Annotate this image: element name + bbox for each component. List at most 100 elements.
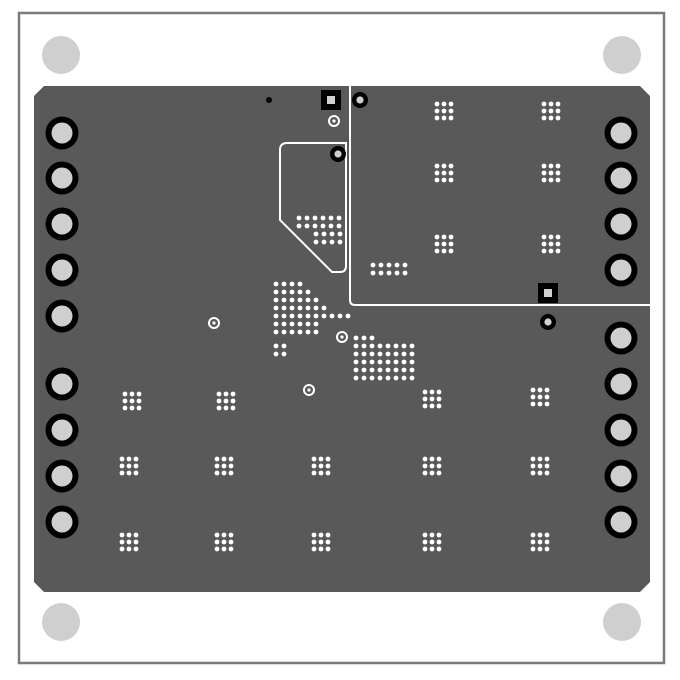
via — [228, 546, 234, 552]
via — [311, 546, 317, 552]
via — [541, 115, 547, 121]
via — [361, 351, 367, 357]
through-hole-pad-center — [51, 305, 73, 327]
via — [422, 463, 428, 469]
via — [401, 343, 407, 349]
via — [441, 163, 447, 169]
mounting-hole — [42, 36, 80, 74]
via — [325, 470, 331, 476]
via — [436, 470, 442, 476]
via — [273, 321, 279, 327]
via — [281, 343, 287, 349]
via — [273, 297, 279, 303]
via — [305, 289, 311, 295]
through-hole-pad-center — [51, 373, 73, 395]
via — [126, 532, 132, 538]
via — [530, 387, 536, 393]
via — [311, 456, 317, 462]
via — [321, 239, 327, 245]
via — [555, 234, 561, 240]
via — [548, 177, 554, 183]
through-hole-pad-center — [51, 511, 73, 533]
via — [325, 463, 331, 469]
via — [369, 375, 375, 381]
via — [273, 329, 279, 335]
via — [223, 405, 229, 411]
via — [544, 401, 550, 407]
through-hole-pad-center — [51, 213, 73, 235]
via — [336, 223, 342, 229]
via — [436, 546, 442, 552]
via — [448, 241, 454, 247]
via — [273, 313, 279, 319]
via — [555, 101, 561, 107]
via — [448, 115, 454, 121]
test-point-via — [208, 317, 220, 329]
via — [409, 359, 415, 365]
via — [320, 215, 326, 221]
via — [223, 391, 229, 397]
via — [214, 456, 220, 462]
via — [214, 463, 220, 469]
via — [221, 546, 227, 552]
via — [119, 532, 125, 538]
via — [119, 463, 125, 469]
via — [133, 470, 139, 476]
via — [337, 231, 343, 237]
via — [441, 241, 447, 247]
via — [353, 375, 359, 381]
via — [377, 359, 383, 365]
mounting-hole — [42, 603, 80, 641]
via — [436, 403, 442, 409]
via — [296, 215, 302, 221]
via — [353, 359, 359, 365]
via — [281, 281, 287, 287]
via — [305, 305, 311, 311]
via — [119, 539, 125, 545]
via — [434, 101, 440, 107]
via — [429, 539, 435, 545]
via — [318, 456, 324, 462]
copper-pour — [34, 86, 650, 592]
via — [289, 313, 295, 319]
via — [297, 313, 303, 319]
through-hole-pad-center — [610, 327, 632, 349]
via — [320, 223, 326, 229]
via — [311, 463, 317, 469]
via — [214, 546, 220, 552]
via — [318, 463, 324, 469]
mounting-hole — [603, 36, 641, 74]
via — [289, 297, 295, 303]
via — [321, 313, 327, 319]
via — [325, 532, 331, 538]
via — [216, 405, 222, 411]
via — [530, 394, 536, 400]
via — [305, 313, 311, 319]
via — [313, 321, 319, 327]
via — [448, 170, 454, 176]
via — [312, 223, 318, 229]
via — [386, 270, 392, 276]
via — [422, 470, 428, 476]
via — [436, 539, 442, 545]
via — [544, 387, 550, 393]
via — [530, 546, 536, 552]
via — [369, 367, 375, 373]
via — [289, 329, 295, 335]
via — [409, 343, 415, 349]
via — [401, 367, 407, 373]
via — [441, 101, 447, 107]
via — [328, 215, 334, 221]
via — [541, 241, 547, 247]
via — [393, 359, 399, 365]
via — [555, 163, 561, 169]
via — [133, 456, 139, 462]
via — [402, 262, 408, 268]
via — [305, 329, 311, 335]
via — [393, 343, 399, 349]
via — [311, 470, 317, 476]
test-point-via — [336, 331, 348, 343]
via — [429, 470, 435, 476]
test-point-via — [303, 384, 315, 396]
via — [297, 305, 303, 311]
